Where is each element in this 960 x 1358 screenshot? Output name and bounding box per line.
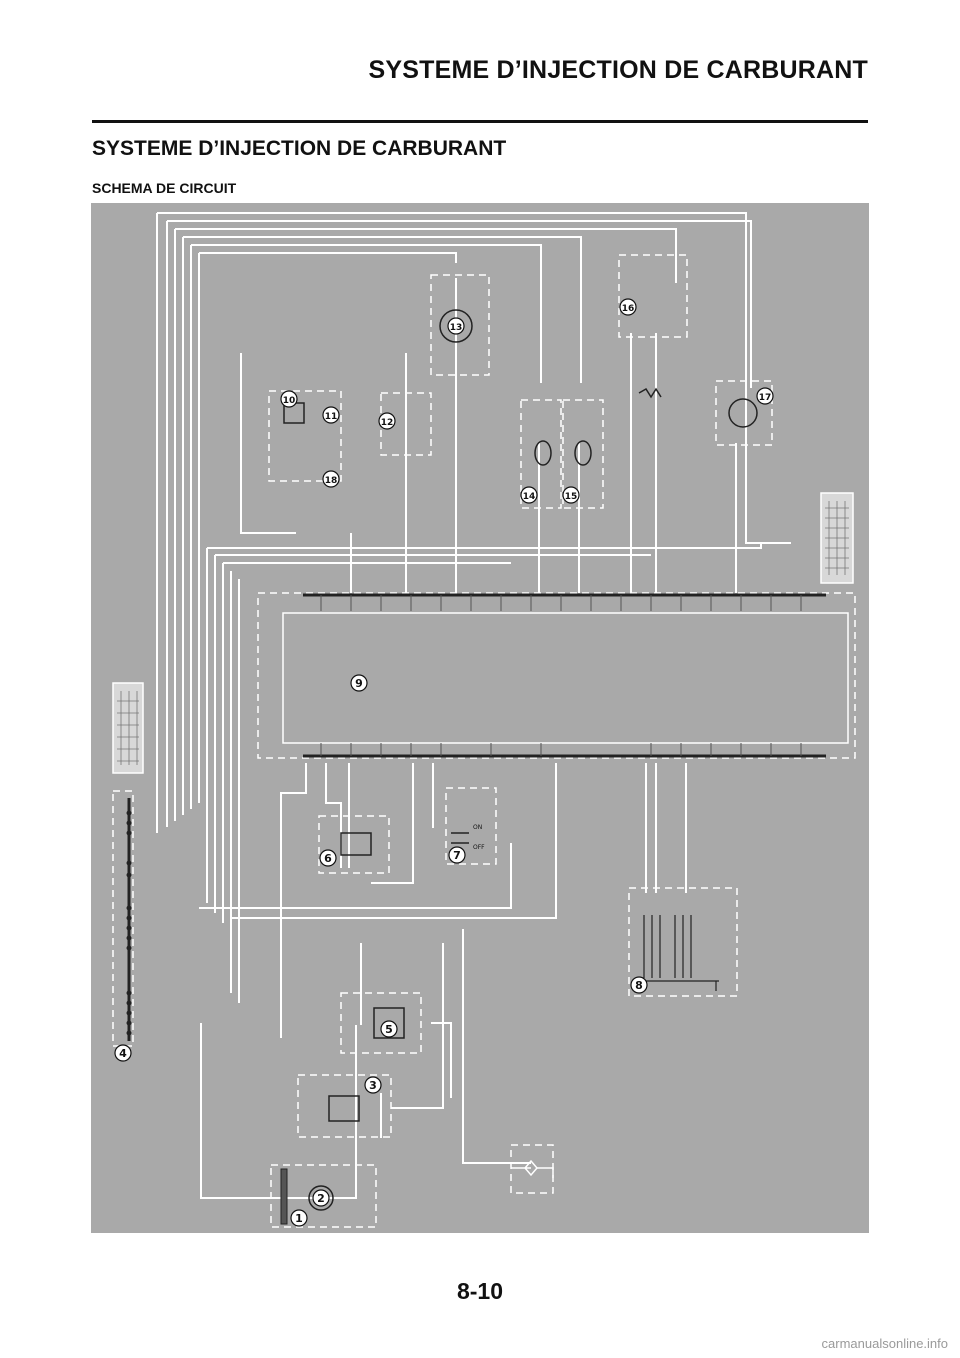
ecu-unit — [282, 593, 849, 758]
callout-17: 17 — [756, 387, 774, 405]
callout-3: 3 — [364, 1076, 382, 1094]
sensor-5-box — [373, 1007, 405, 1039]
callout-11-label: 11 — [325, 412, 338, 422]
callout-7: 7 — [448, 846, 466, 864]
callout-12: 12 — [378, 412, 396, 430]
callout-13-label: 13 — [450, 323, 463, 333]
frame-4 — [112, 790, 134, 1047]
callout-6-label: 6 — [324, 852, 332, 865]
injector-15-coil — [574, 440, 592, 466]
callout-16: 16 — [619, 298, 637, 316]
frame-5 — [340, 992, 422, 1054]
page-title: SYSTEME D’INJECTION DE CARBURANT — [92, 137, 507, 160]
page-number: 8-10 — [456, 1278, 504, 1304]
callout-1: 1 — [290, 1209, 308, 1227]
frame-15 — [562, 399, 604, 509]
callout-10-label: 10 — [283, 396, 296, 406]
switch-on-label: ON — [473, 824, 482, 831]
wire-bottom — [199, 763, 687, 1199]
callout-5-label: 5 — [385, 1023, 393, 1036]
callout-14-label: 14 — [523, 492, 536, 502]
resistor-16 — [638, 387, 662, 399]
watermark: carmanualsonline.info — [821, 1336, 948, 1351]
switch-7-contacts — [451, 832, 469, 844]
frame-17 — [715, 380, 773, 446]
callout-13: 13 — [447, 317, 465, 335]
callout-16-label: 16 — [622, 304, 635, 314]
frame-6 — [318, 815, 390, 874]
sensor-3-box — [328, 1095, 360, 1122]
callout-15: 15 — [562, 486, 580, 504]
callout-2: 2 — [312, 1189, 330, 1207]
callout-17-label: 17 — [759, 393, 772, 403]
callout-3-label: 3 — [369, 1079, 377, 1092]
callout-5: 5 — [380, 1020, 398, 1038]
header-rule — [92, 120, 868, 123]
sensor-2-circle — [308, 1185, 334, 1211]
relay-6-box — [340, 832, 372, 856]
battery-1-bar — [280, 1168, 288, 1225]
switch-7-labels: ON OFF — [473, 824, 485, 851]
wire-bundle-left — [156, 212, 791, 1003]
callout-15-label: 15 — [565, 492, 578, 502]
callout-9-label: 9 — [355, 677, 363, 690]
frame-ground — [510, 1144, 554, 1194]
callout-11: 11 — [322, 406, 340, 424]
frame-16 — [618, 254, 688, 338]
callout-1-label: 1 — [295, 1212, 303, 1225]
switch-8-contacts — [639, 915, 719, 991]
sensor-17-circle — [728, 398, 758, 428]
frame-3 — [297, 1074, 392, 1138]
injector-14-coil — [534, 440, 552, 466]
frame-7 — [445, 787, 497, 865]
running-header: SYSTEME D’INJECTION DE CARBURANT — [368, 56, 868, 84]
callout-4: 4 — [114, 1044, 132, 1062]
callout-9: 9 — [350, 674, 368, 692]
section-subtitle: SCHEMA DE CIRCUIT — [92, 180, 237, 196]
component-callouts: 1 2 3 4 5 6 7 8 9 10 11 12 13 14 15 16 1… — [114, 298, 774, 1227]
switch-off-label: OFF — [473, 844, 485, 851]
wiring-diagram: 1 2 3 4 5 6 7 8 9 10 11 12 13 14 15 16 1… — [91, 203, 869, 1233]
frame-1-2 — [270, 1164, 377, 1228]
frame-14 — [520, 399, 562, 509]
fuel-pump-circle — [439, 309, 473, 343]
callout-6: 6 — [319, 849, 337, 867]
joint-connector-bus — [126, 798, 132, 1041]
frame-10-11-18 — [268, 390, 342, 482]
callout-14: 14 — [520, 486, 538, 504]
frame-13 — [430, 274, 490, 376]
connector-block-left — [112, 682, 144, 774]
callout-2-label: 2 — [317, 1192, 325, 1205]
callout-10: 10 — [280, 390, 298, 408]
frame-9-ecu — [257, 592, 856, 759]
callout-18-label: 18 — [325, 476, 338, 486]
callout-7-label: 7 — [453, 849, 461, 862]
callout-18: 18 — [322, 470, 340, 488]
frame-8 — [628, 887, 738, 997]
ground-connector — [511, 1159, 554, 1178]
callout-12-label: 12 — [381, 418, 394, 428]
callout-8-label: 8 — [635, 979, 643, 992]
connector-block-right — [820, 492, 854, 584]
device-shapes — [280, 309, 758, 1225]
component-frames — [112, 254, 856, 1228]
callout-8: 8 — [630, 976, 648, 994]
callout-4-label: 4 — [119, 1047, 127, 1060]
wiring-diagram-canvas: 1 2 3 4 5 6 7 8 9 10 11 12 13 14 15 16 1… — [112, 212, 856, 1228]
